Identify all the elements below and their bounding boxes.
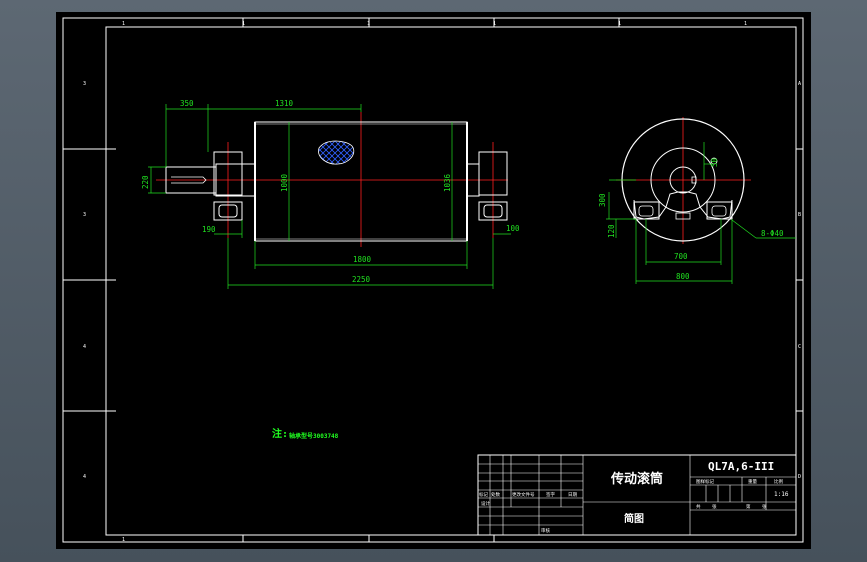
dim-350: 350: [180, 99, 194, 108]
left-bearing-base: [213, 201, 243, 221]
dim-1000: 1000: [280, 173, 289, 192]
rubber-lagging-hatch: [318, 140, 355, 165]
title-design: 设计: [481, 500, 490, 507]
left-zone-markers: [63, 18, 803, 542]
title-row1-sign: 签字: [546, 491, 555, 498]
note-title: 注:: [272, 427, 288, 440]
drive-shaft: [165, 166, 217, 194]
front-view[interactable]: 350 1310 220 1000 1036 190 100 1800 2250: [141, 99, 520, 289]
drawing-sheet[interactable]: 3 3 4 4 1 1 1 1 1 1 1 A B C D: [56, 12, 811, 549]
note: 注: 轴承型号3003748: [272, 427, 339, 440]
dim-100: 100: [506, 224, 520, 233]
scale-value: 1:16: [774, 491, 789, 498]
title-row1-date: 日期: [568, 492, 577, 498]
right-bearing-housing: [478, 151, 508, 196]
dim-800: 800: [676, 272, 690, 281]
zone-bottom-1: 1: [122, 537, 125, 543]
sheet-total: 共: [696, 503, 701, 510]
cad-canvas[interactable]: 3 3 4 4 1 1 1 1 1 1 1 A B C D: [56, 12, 811, 549]
dim-1310: 1310: [275, 99, 294, 108]
sheet-no: 第: [746, 503, 751, 510]
hub-circle: [650, 147, 716, 213]
sheet-total-unit: 张: [712, 503, 717, 510]
header-scale: 比例: [774, 478, 783, 485]
callout-8-phi40: 8-Φ40: [761, 229, 784, 238]
title-row1-count: 处数: [491, 491, 500, 498]
zone-right-4: D: [798, 474, 801, 480]
dim-1036: 1036: [443, 173, 452, 192]
dim-1800: 1800: [353, 255, 372, 264]
inner-frame: [105, 26, 797, 536]
zone-right-1: A: [798, 81, 801, 87]
zone-left-1: 3: [83, 81, 86, 87]
zone-left-2: 3: [83, 212, 86, 218]
keyway: [171, 176, 207, 184]
zone-left-3: 4: [83, 344, 86, 350]
title-block[interactable]: 标记 处数 更改文件号 签字 日期 设计 审核 传动滚筒 简图 QL7A,6-I…: [477, 454, 797, 536]
dim-300: 300: [598, 193, 607, 207]
front-dimensions: [148, 104, 511, 289]
zone-top-4: 1: [493, 21, 496, 27]
header-weight: 重量: [748, 478, 757, 485]
dim-50: 50: [710, 157, 719, 167]
drawing-subtitle: 简图: [624, 512, 644, 525]
dim-120: 120: [607, 224, 616, 238]
title-row1-mark: 标记: [479, 491, 488, 498]
title-review: 审核: [541, 527, 550, 534]
zone-top-1: 1: [122, 21, 125, 27]
zone-top-2: 1: [242, 21, 245, 27]
right-bearing-base: [478, 201, 508, 221]
outer-frame: [62, 17, 804, 543]
dim-700: 700: [674, 252, 688, 261]
drawing-number: QL7A,6-III: [708, 460, 774, 473]
dim-2250: 2250: [352, 275, 371, 284]
zone-top-6: 1: [744, 21, 747, 27]
side-dimensions: [606, 142, 796, 284]
zone-top-3: 1: [367, 21, 370, 27]
dim-190: 190: [202, 225, 216, 234]
note-text: 轴承型号3003748: [289, 432, 339, 440]
header-marking: 图样标记: [696, 478, 714, 485]
zone-top-5: 1: [618, 21, 621, 27]
side-view[interactable]: 300 120 50 700 800 8-Φ40: [598, 117, 796, 284]
drawing-name: 传动滚筒: [610, 471, 663, 487]
zone-right-3: C: [798, 344, 801, 350]
sheet-no-unit: 张: [762, 503, 767, 510]
zone-right-2: B: [798, 212, 801, 218]
zone-left-4: 4: [83, 474, 86, 480]
left-bearing-housing: [213, 151, 243, 196]
title-row1-docno: 更改文件号: [512, 491, 535, 498]
dim-220: 220: [141, 175, 150, 189]
